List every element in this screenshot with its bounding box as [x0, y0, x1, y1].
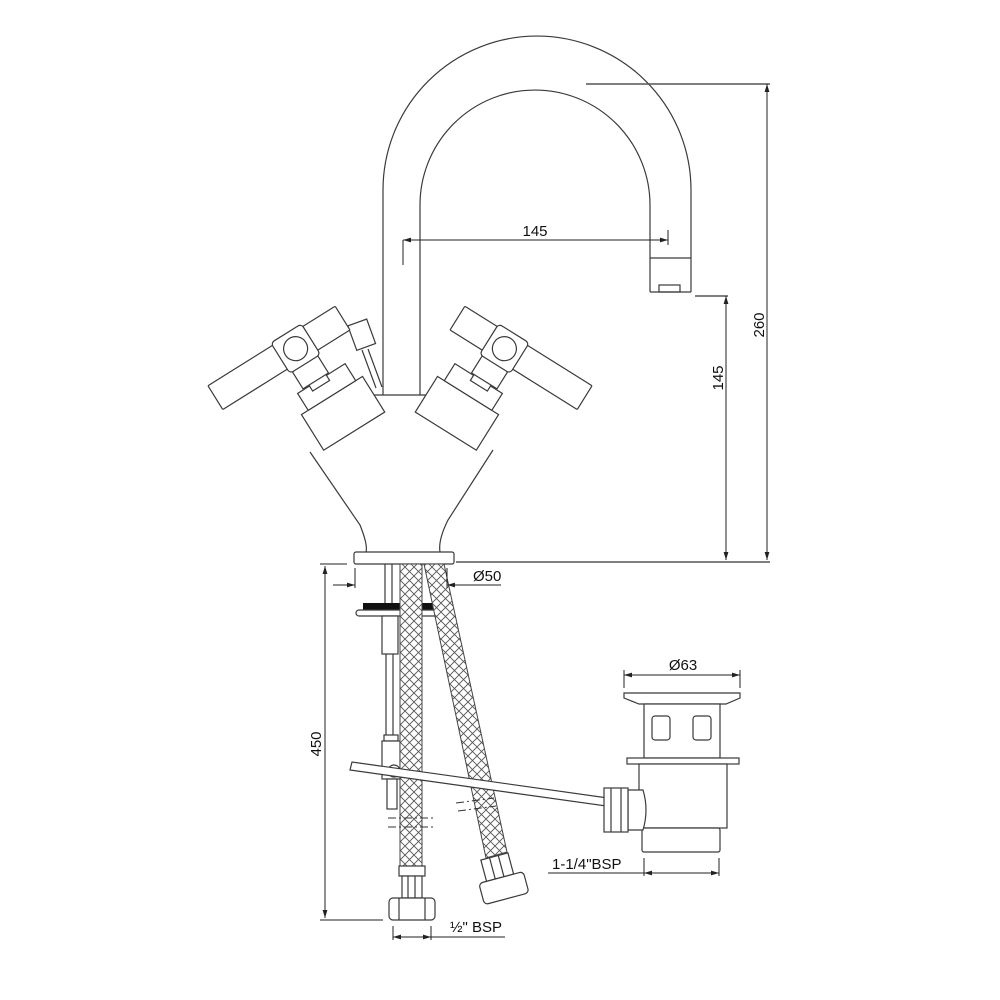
dim-hose-length — [320, 563, 383, 921]
dim-spout-reach — [402, 230, 669, 265]
right-cross-handle — [414, 306, 593, 452]
dim-waste-flange — [623, 670, 741, 688]
dim-overall-height — [456, 83, 770, 563]
dim-hose-thread — [392, 926, 505, 940]
left-cross-handle — [207, 306, 386, 452]
label-waste-flange: Ø63 — [669, 657, 697, 674]
label-base-diameter: Ø50 — [473, 568, 501, 585]
dim-base-diameter — [333, 568, 501, 588]
flexible-hose-left — [388, 563, 436, 921]
dim-outlet-height — [695, 295, 729, 560]
flexible-hose-right — [423, 563, 529, 905]
waste-body — [603, 692, 741, 853]
label-hose-length: 450 — [308, 731, 325, 756]
label-overall-height: 260 — [751, 312, 768, 337]
label-hose-thread: ½" BSP — [450, 919, 502, 936]
label-outlet-height: 145 — [710, 365, 727, 390]
dim-waste-thread — [548, 858, 720, 876]
spout — [382, 35, 692, 395]
break-lines — [388, 797, 497, 828]
label-spout-reach: 145 — [522, 223, 547, 240]
pop-up-lever — [347, 318, 383, 389]
label-waste-thread: 1-1/4"BSP — [552, 856, 622, 873]
